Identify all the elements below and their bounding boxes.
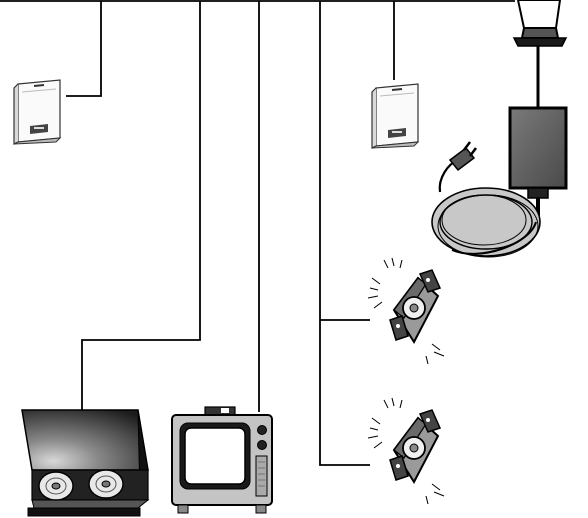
ringing-phone-icon xyxy=(368,258,444,364)
wall-connector-icon xyxy=(514,0,566,46)
power-adapter-icon xyxy=(432,108,566,257)
power-plug-icon xyxy=(450,142,476,170)
wireless-remote-icon xyxy=(372,84,418,148)
television-icon xyxy=(172,407,272,513)
wire-to-alarm-phones xyxy=(320,1,370,465)
disc-icon xyxy=(89,470,123,498)
disc-player-icon xyxy=(22,410,148,516)
disc-icon xyxy=(39,472,73,500)
wireless-remote-icon xyxy=(14,80,60,144)
ringing-phone-icon xyxy=(368,398,444,504)
wire-to-remote-left xyxy=(66,1,101,96)
wire-to-dvd-player xyxy=(82,1,200,410)
